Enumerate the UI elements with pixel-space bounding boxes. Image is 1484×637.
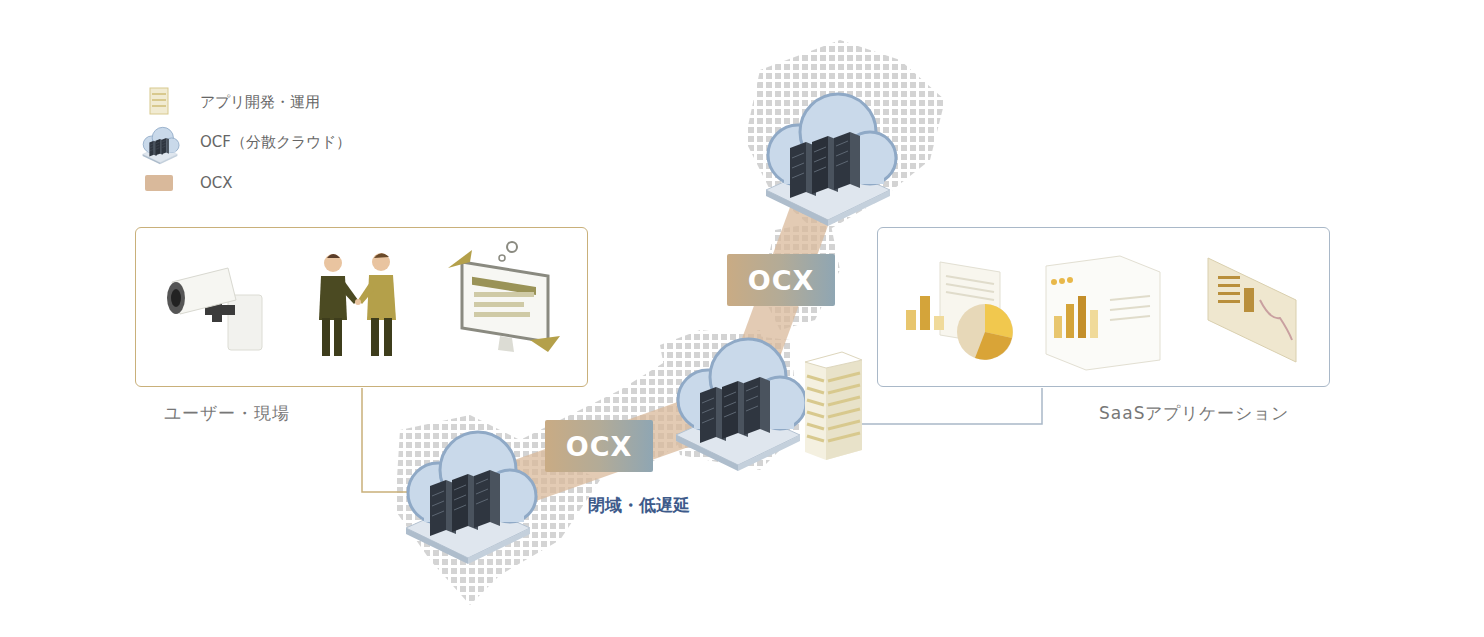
camera-illustration xyxy=(167,268,262,350)
building-icon xyxy=(805,352,862,460)
legend-swatch xyxy=(145,175,173,191)
legend-row: OCF（分散クラウド） xyxy=(145,129,351,155)
ocx-badge: OCX xyxy=(545,420,653,472)
legend-cloud-icon xyxy=(143,127,179,164)
group-box: ユーザー・現場 xyxy=(135,227,588,387)
legend-text: OCX xyxy=(200,174,233,192)
monitor-illustration xyxy=(448,242,560,352)
handshake-illustration xyxy=(319,253,396,356)
legend-text: OCF（分散クラウド） xyxy=(200,133,351,152)
ocx-badge: OCX xyxy=(727,254,835,306)
cloud-icon xyxy=(766,94,896,226)
badge-text: OCX xyxy=(748,265,815,296)
badge-text: OCX xyxy=(566,431,633,462)
chart-illustration xyxy=(906,256,1296,370)
cloud-icon xyxy=(676,339,806,471)
note-label: 閉域・低遅延 xyxy=(588,494,690,517)
legend-row: アプリ開発・運用 xyxy=(145,89,320,115)
group-box: SaaSアプリケーション xyxy=(877,227,1330,387)
legend-building-icon xyxy=(150,88,168,114)
cloud-icon xyxy=(406,432,536,564)
group-label: ユーザー・現場 xyxy=(164,402,290,425)
legend-row: OCX xyxy=(145,170,233,196)
legend-text: アプリ開発・運用 xyxy=(200,93,320,112)
group-label: SaaSアプリケーション xyxy=(1099,402,1289,425)
dot-field xyxy=(395,40,945,605)
